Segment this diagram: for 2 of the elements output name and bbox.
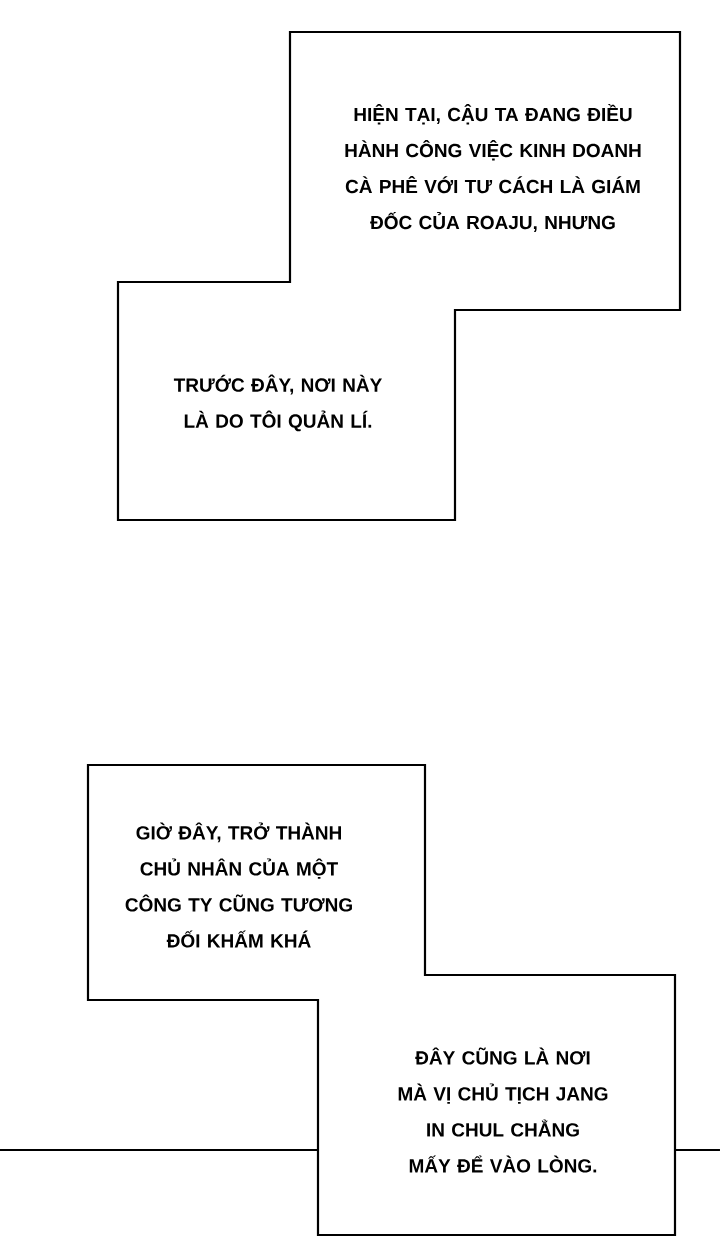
caption-box: GIỜ ĐÂY, TRỞ THÀNH CHỦ NHÂN CỦA MỘT CÔNG TY CŨNG TƯƠNG ĐỐI KHẤM KHÁ ĐÂY CŨNG LÀ NƠI MÀ VỊ CHỦ TỊCH JANG IN CHUL CHẲNG MẤY ĐỂ VÀO LÒNG. <box>86 763 677 1237</box>
caption-box: HIỆN TẠI, CẬU TA ĐANG ĐIỀU HÀNH CÔNG VIỆC KINH DOANH CÀ PHÊ VỚI TƯ CÁCH LÀ GIÁM ĐỐC CỦA ROAJU, NHƯNG TRƯỚC ĐÂY, NƠI NÀY LÀ DO TÔI QUẢN LÍ. <box>116 30 682 522</box>
